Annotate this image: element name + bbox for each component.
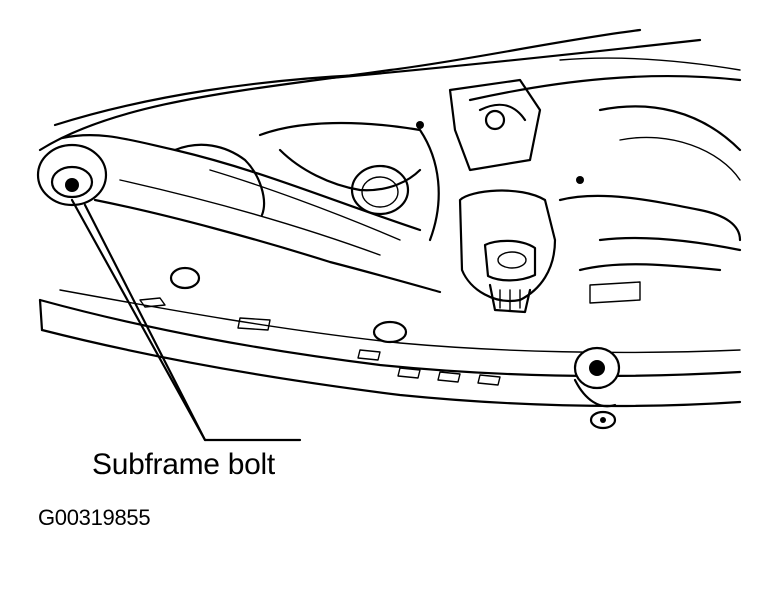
- engine-mount: [458, 189, 557, 314]
- callout-label-subframe-bolt: Subframe bolt: [92, 448, 275, 481]
- left-subframe-bolt: [36, 143, 108, 207]
- splash-shield: [38, 266, 742, 408]
- callout-leader: [70, 198, 302, 442]
- right-frame: [558, 194, 742, 304]
- right-subframe-bolt: [573, 346, 621, 430]
- control-arm: [60, 134, 442, 294]
- crossmember: [258, 78, 584, 242]
- figure-id: G00319855: [38, 505, 151, 530]
- frame-rails: [38, 28, 742, 181]
